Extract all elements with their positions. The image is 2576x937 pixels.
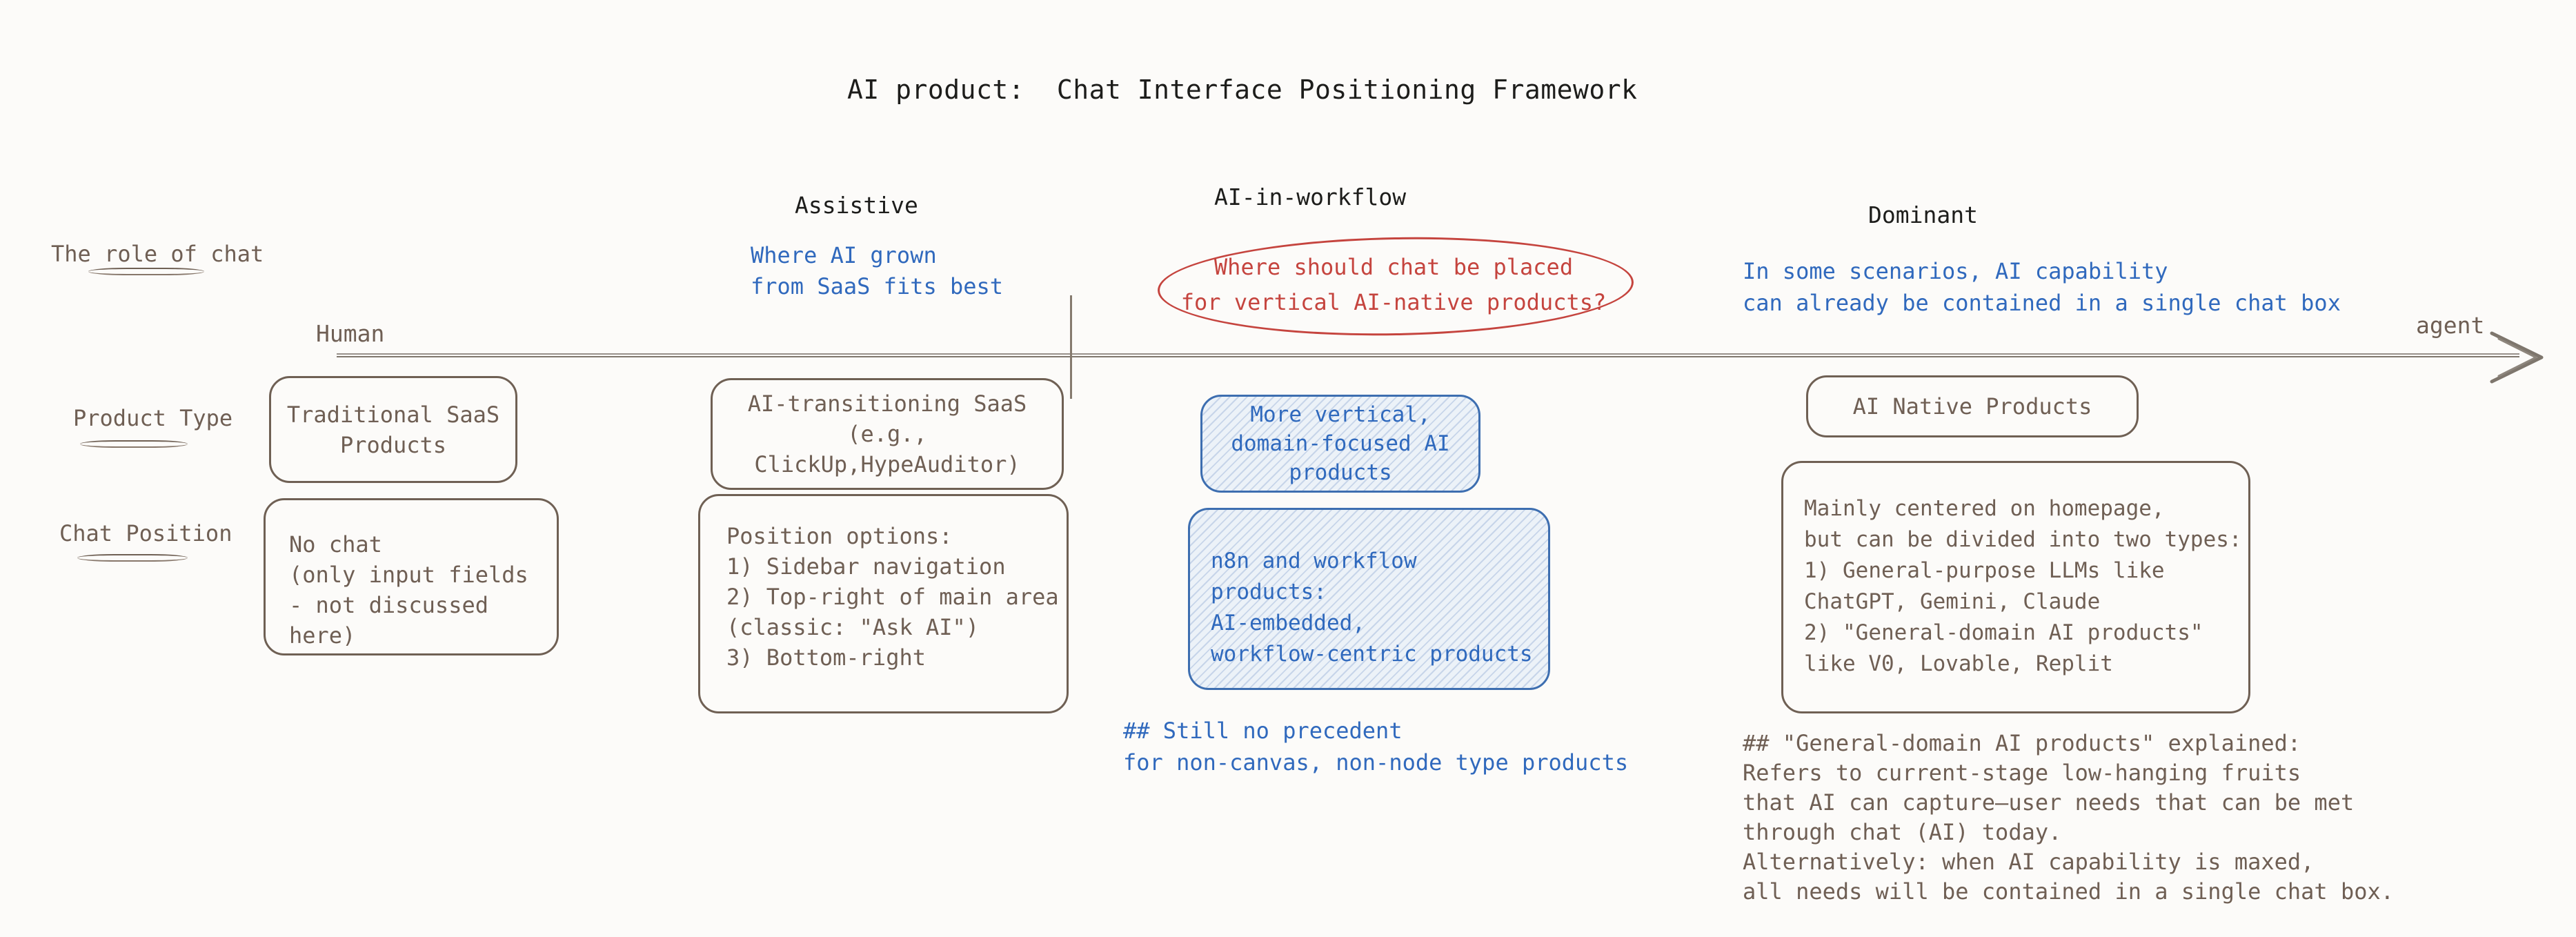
column-header-dominant: Dominant (1868, 201, 1978, 228)
row-label-chat-position: Chat Position (59, 520, 232, 546)
product-box-vertical-ai: More vertical, domain-focused AI product… (1200, 395, 1480, 493)
diagram-title: AI product: Chat Interface Positioning F… (847, 75, 1638, 105)
axis-end-label: agent (2416, 312, 2485, 339)
workflow-footnote: ## Still no precedent for non-canvas, no… (1123, 718, 1629, 776)
chat-box-n8n-workflow: n8n and workflow products: AI-embedded, … (1188, 508, 1550, 690)
axis-section-divider (1070, 295, 1072, 399)
chat-box-position-options: Position options: 1) Sidebar navigation … (698, 494, 1069, 713)
underline (88, 268, 204, 275)
chat-box-no-chat: No chat (only input fields - not discuss… (264, 498, 559, 655)
axis-arrowhead-icon (2486, 329, 2550, 388)
human-agent-axis (337, 353, 2519, 357)
product-box-ai-native: AI Native Products (1806, 375, 2139, 437)
axis-start-label: Human (316, 320, 385, 347)
assistive-note: Where AI grown from SaaS fits best (751, 242, 1004, 299)
chat-box-ai-native-detail: Mainly centered on homepage, but can be … (1781, 461, 2250, 713)
dominant-note: In some scenarios, AI capability can alr… (1743, 258, 2341, 316)
column-header-assistive: Assistive (795, 192, 918, 219)
column-header-ai-in-workflow: AI-in-workflow (1214, 184, 1407, 210)
product-box-traditional-saas: Traditional SaaS Products (269, 376, 517, 483)
product-box-ai-transitioning-saas: AI-transitioning SaaS (e.g., ClickUp,Hyp… (711, 378, 1064, 490)
row-label-role-of-chat: The role of chat (51, 241, 264, 267)
underline (80, 440, 188, 448)
underline (77, 554, 188, 562)
dominant-footnote: ## "General-domain AI products" explaine… (1743, 730, 2395, 905)
workflow-question: Where should chat be placed for vertical… (1180, 254, 1607, 315)
row-label-product-type: Product Type (73, 405, 233, 431)
